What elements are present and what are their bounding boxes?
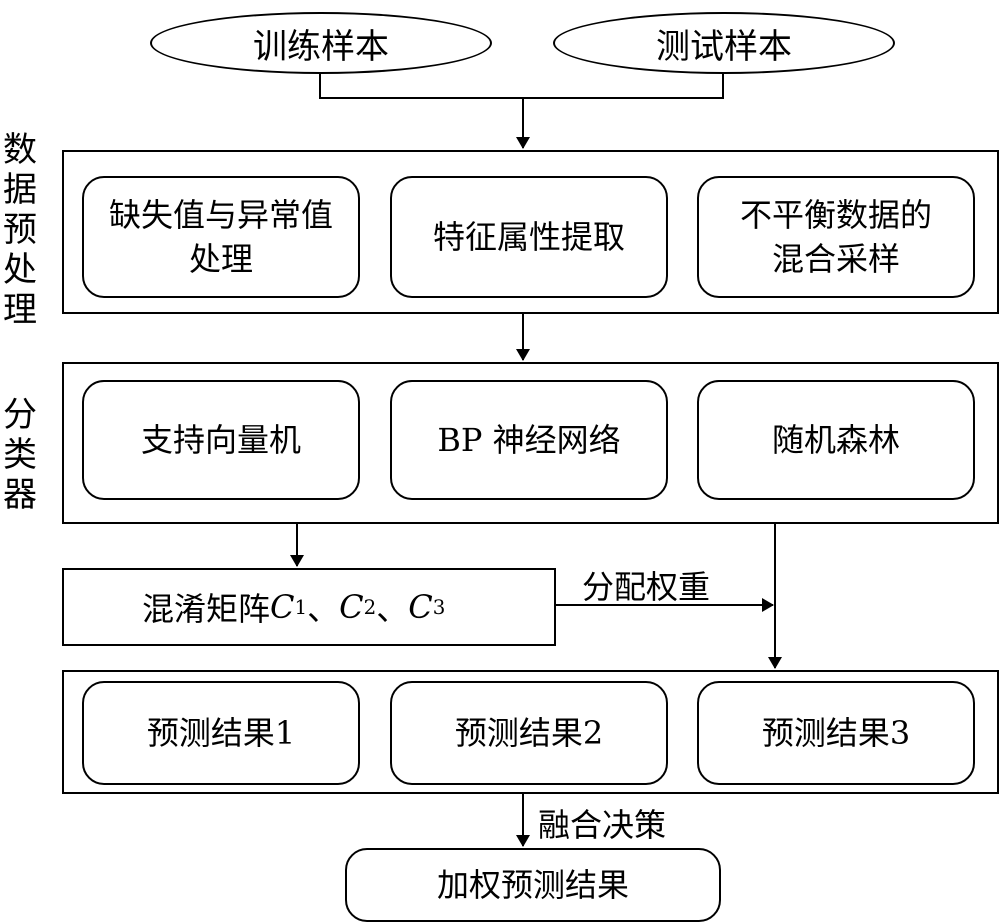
test-samples-node: 测试样本 bbox=[553, 12, 895, 74]
input-merge-line bbox=[319, 62, 724, 99]
missing-outlier-node: 缺失值与异常值 处理 bbox=[82, 176, 360, 298]
result-3-node: 预测结果3 bbox=[697, 681, 975, 785]
preprocess-stage-label: 数 据 预 处 理 bbox=[3, 130, 37, 330]
assign-weight-label: 分配权重 bbox=[582, 568, 711, 606]
classifier-stage-label: 分 类 器 bbox=[3, 395, 37, 515]
fusion-decision-label: 融合决策 bbox=[538, 806, 667, 844]
result-1-node: 预测结果1 bbox=[82, 681, 360, 785]
training-samples-node: 训练样本 bbox=[150, 12, 492, 74]
result-2-node: 预测结果2 bbox=[390, 681, 668, 785]
random-forest-node: 随机森林 bbox=[697, 380, 975, 500]
feature-extraction-node: 特征属性提取 bbox=[390, 176, 668, 298]
bp-network-node: BP 神经网络 bbox=[390, 380, 668, 500]
weighted-prediction-node: 加权预测结果 bbox=[345, 848, 721, 922]
mixed-sampling-node: 不平衡数据的 混合采样 bbox=[697, 176, 975, 298]
svm-node: 支持向量机 bbox=[82, 380, 360, 500]
